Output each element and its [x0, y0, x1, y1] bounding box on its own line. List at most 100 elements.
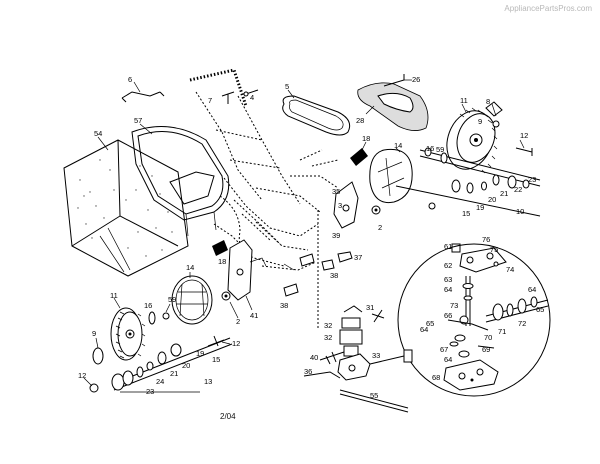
bag-frame[interactable]: 57 — [131, 116, 230, 237]
height-adjuster-left[interactable]: 18 41 — [212, 239, 267, 320]
washers-left[interactable]: 16 59 — [144, 295, 176, 325]
hub-cap-nut[interactable]: 8 9 — [478, 97, 503, 128]
callout-14-bottom: 14 — [186, 263, 194, 272]
callout-20-bottom: 20 — [182, 361, 190, 370]
callout-21-top: 21 — [500, 189, 508, 198]
callout-74: 74 — [506, 265, 514, 274]
callout-64-b: 64 — [420, 325, 428, 334]
drive-shaft-assembly[interactable]: 31 32 32 40 33 36 55 — [303, 210, 409, 413]
callout-24: 24 — [156, 377, 164, 386]
callout-9-top: 9 — [478, 117, 482, 126]
handle-assembly[interactable] — [189, 68, 339, 271]
height-disc-left[interactable]: 14 2 — [171, 263, 240, 326]
callout-70: 70 — [484, 333, 492, 342]
callout-13: 13 — [204, 377, 212, 386]
callout-19-top: 19 — [476, 203, 484, 212]
callout-37: 37 — [354, 253, 362, 262]
callout-71: 71 — [498, 327, 506, 336]
callout-69: 69 — [482, 345, 490, 354]
callout-59-top: 59 — [436, 145, 444, 154]
callout-19-bottom: 19 — [196, 349, 204, 358]
callout-31: 31 — [366, 303, 374, 312]
wheel-bolt-top[interactable]: 12 — [515, 131, 533, 156]
height-adjuster-right[interactable]: 14 — [369, 141, 413, 204]
handle-bolts[interactable]: 7 4 — [208, 89, 259, 105]
callout-32-a: 32 — [324, 321, 332, 330]
callout-38-top: 38 — [330, 271, 338, 280]
callout-2-bottom: 2 — [236, 317, 240, 326]
callout-64-a: 64 — [444, 285, 452, 294]
rear-cover[interactable]: 26 28 — [356, 74, 429, 131]
callout-38-bottom: 38 — [280, 301, 288, 310]
callout-63: 63 — [444, 275, 452, 284]
hubcap-left[interactable]: 9 — [92, 329, 104, 365]
callout-62: 62 — [444, 261, 452, 270]
axle-rod-top[interactable]: 16 59 22 23 21 20 19 15 10 — [395, 144, 541, 218]
callout-12-top: 12 — [520, 131, 528, 140]
bracket-38-bottom[interactable]: 38 — [280, 283, 299, 310]
callout-5: 5 — [285, 82, 289, 91]
callout-54: 54 — [94, 129, 102, 138]
front-wheel-left[interactable]: 11 — [110, 291, 146, 361]
gearbox-detail-circle[interactable]: 61 76 75 62 74 63 64 73 66 64 65 67 71 7… — [369, 235, 551, 397]
callout-33: 33 — [372, 351, 380, 360]
callout-8: 8 — [486, 97, 490, 106]
revision-date: 2/04 — [220, 412, 236, 421]
callout-11-top: 11 — [460, 96, 468, 105]
callout-6: 6 — [128, 75, 132, 84]
axle-rod-bottom[interactable]: 12 15 19 20 21 24 13 23 12 — [78, 335, 240, 396]
callout-64-c: 64 — [528, 285, 536, 294]
rear-wheel-right[interactable]: 11 — [439, 96, 501, 176]
callout-3: 3 — [338, 201, 342, 210]
axle-bracket-right[interactable]: 35 3 2 — [332, 181, 382, 232]
callout-75: 75 — [490, 245, 498, 254]
callout-14-top: 14 — [394, 141, 402, 150]
callout-55: 55 — [370, 391, 378, 400]
callout-67: 67 — [440, 345, 448, 354]
callout-41: 41 — [250, 311, 258, 320]
callout-35: 35 — [332, 187, 340, 196]
callout-68: 68 — [432, 373, 440, 382]
callout-20-top: 20 — [488, 195, 496, 204]
watermark: AppliancePartsPros.com — [504, 4, 592, 13]
callout-57: 57 — [134, 116, 142, 125]
callout-72: 72 — [518, 319, 526, 328]
callout-11-bottom: 11 — [110, 291, 118, 300]
callout-40: 40 — [310, 353, 318, 362]
callout-65-a: 65 — [426, 319, 434, 328]
callout-59-bottom: 59 — [168, 295, 176, 304]
callout-66: 66 — [444, 311, 452, 320]
callout-36: 36 — [304, 367, 312, 376]
callout-2-top: 2 — [378, 223, 382, 232]
callout-21-bottom: 21 — [170, 369, 178, 378]
callout-22: 22 — [514, 185, 522, 194]
small-brackets[interactable]: 39 37 38 — [283, 231, 362, 280]
callout-64-d: 64 — [444, 355, 452, 364]
callout-9-bottom: 9 — [92, 329, 96, 338]
callout-12-bottom: 12 — [78, 371, 86, 380]
callout-15-top: 15 — [462, 209, 470, 218]
callout-32-b: 32 — [324, 333, 332, 342]
callout-18-bottom: 18 — [218, 257, 226, 266]
callout-4: 4 — [250, 93, 254, 102]
handle-clip[interactable]: 6 — [121, 75, 165, 103]
callout-16-top: 16 — [426, 144, 434, 153]
callout-15-bottom: 15 — [212, 355, 220, 364]
callout-61: 61 — [444, 242, 452, 251]
callout-39: 39 — [332, 231, 340, 240]
drive-belt[interactable]: 5 — [282, 82, 351, 136]
grass-bag[interactable]: 54 — [63, 129, 189, 277]
callout-23-bottom: 23 — [146, 387, 154, 396]
callout-65-b: 65 — [536, 305, 544, 314]
callout-10: 10 — [516, 207, 524, 216]
callout-16-bottom: 16 — [144, 301, 152, 310]
callout-18-top: 18 — [362, 134, 370, 143]
callout-12-mid: 12 — [232, 339, 240, 348]
callout-26: 26 — [412, 75, 420, 84]
callout-7: 7 — [208, 96, 212, 105]
lever-grip-top[interactable]: 18 — [350, 134, 370, 166]
callout-73: 73 — [450, 301, 458, 310]
callout-76: 76 — [482, 235, 490, 244]
callout-28: 28 — [356, 116, 364, 125]
